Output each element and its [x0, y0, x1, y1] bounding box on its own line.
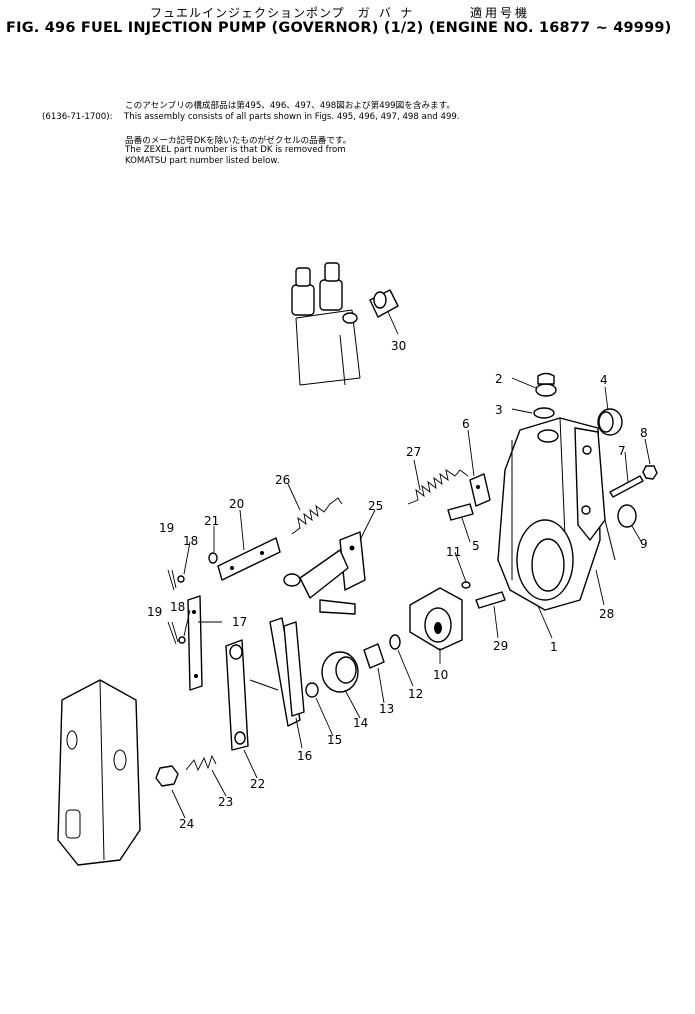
part-22-lever — [225, 639, 249, 751]
lower-housing-context — [57, 679, 141, 866]
part-label-9: 9 — [640, 537, 648, 551]
part-label-13: 13 — [379, 702, 394, 716]
english-assembly-note: This assembly consists of all parts show… — [124, 112, 460, 122]
japanese-assembly-note: このアセンブリの構成部品は第495、496、497、498図および第499図を含… — [125, 101, 455, 111]
part-label-26: 26 — [275, 473, 290, 487]
part-25-lever-shaft — [283, 531, 366, 615]
part-label-1: 1 — [550, 640, 558, 654]
part-23-spring — [185, 754, 217, 772]
part-label-3: 3 — [495, 403, 503, 417]
part-label-6: 6 — [462, 417, 470, 431]
part-17-link — [187, 595, 203, 691]
japanese-applicability-label: 適用号機 — [470, 6, 531, 20]
japanese-zexel-note: 品番のメーカ記号DKを除いたものがゼクセルの品番です。 — [125, 136, 352, 146]
part-9-seal-ring — [617, 504, 637, 528]
part-label-18-lower: 18 — [170, 600, 185, 614]
part-2-plug — [535, 372, 557, 397]
figure-title: FIG. 496 FUEL INJECTION PUMP (GOVERNOR) … — [6, 20, 672, 36]
part-30-sleeve — [369, 289, 399, 318]
part-10-flyweight — [409, 587, 463, 651]
part-label-27: 27 — [406, 445, 421, 459]
part-label-2: 2 — [495, 372, 503, 386]
part-label-8: 8 — [640, 426, 648, 440]
part-label-17: 17 — [232, 615, 247, 629]
part-5-bolt — [447, 503, 474, 521]
part-14-bearing — [321, 651, 359, 693]
part-label-25: 25 — [368, 499, 383, 513]
part-15-washer — [305, 682, 319, 698]
part-13-sleeve — [363, 643, 385, 669]
leader-lines — [171, 311, 651, 819]
part-label-18-upper: 18 — [183, 534, 198, 548]
part-label-29: 29 — [493, 639, 508, 653]
english-zexel-note-line-2: KOMATSU part number listed below. — [125, 156, 280, 166]
assembly-part-code: (6136-71-1700): — [42, 112, 113, 122]
part-label-20: 20 — [229, 497, 244, 511]
part-16-lever — [249, 617, 305, 727]
part-3-o-ring — [533, 407, 555, 419]
part-label-21: 21 — [204, 514, 219, 528]
part-18-washer-upper — [177, 575, 185, 583]
part-19-pin-upper — [167, 569, 177, 591]
part-19-pin-lower — [167, 621, 179, 645]
part-label-14: 14 — [353, 716, 368, 730]
part-label-19-lower: 19 — [147, 605, 162, 619]
part-8-nut — [642, 465, 658, 480]
part-20-link-plate — [217, 537, 281, 581]
part-21-clip — [208, 552, 218, 564]
part-label-11: 11 — [446, 545, 461, 559]
part-24-nut — [155, 765, 179, 787]
part-28-housing-edge — [604, 519, 616, 561]
part-label-30: 30 — [391, 339, 406, 353]
part-27-spring — [407, 469, 469, 505]
pump-top-context — [291, 262, 361, 386]
part-26-spring — [291, 497, 343, 535]
part-29-bolt — [475, 591, 506, 609]
part-label-22: 22 — [250, 777, 265, 791]
part-1-governor-housing — [497, 417, 606, 611]
part-label-5: 5 — [472, 539, 480, 553]
part-label-12: 12 — [408, 687, 423, 701]
part-label-19-upper: 19 — [159, 521, 174, 535]
part-label-15: 15 — [327, 733, 342, 747]
part-4-cap — [597, 408, 623, 436]
part-label-7: 7 — [618, 444, 626, 458]
part-label-16: 16 — [297, 749, 312, 763]
part-12-snap-ring — [389, 634, 401, 650]
english-zexel-note-line-1: The ZEXEL part number is that DK is remo… — [125, 145, 346, 155]
part-label-4: 4 — [600, 373, 608, 387]
part-6-bracket — [469, 473, 491, 507]
part-label-23: 23 — [218, 795, 233, 809]
part-label-24: 24 — [179, 817, 194, 831]
part-11-washer — [461, 581, 471, 589]
part-7-adjust-screw — [609, 475, 644, 498]
part-label-28: 28 — [599, 607, 614, 621]
part-label-10: 10 — [433, 668, 448, 682]
japanese-title: フュエルインジェクションポンプ ガ バ ナ — [150, 6, 414, 20]
part-18-washer-lower — [178, 636, 186, 644]
